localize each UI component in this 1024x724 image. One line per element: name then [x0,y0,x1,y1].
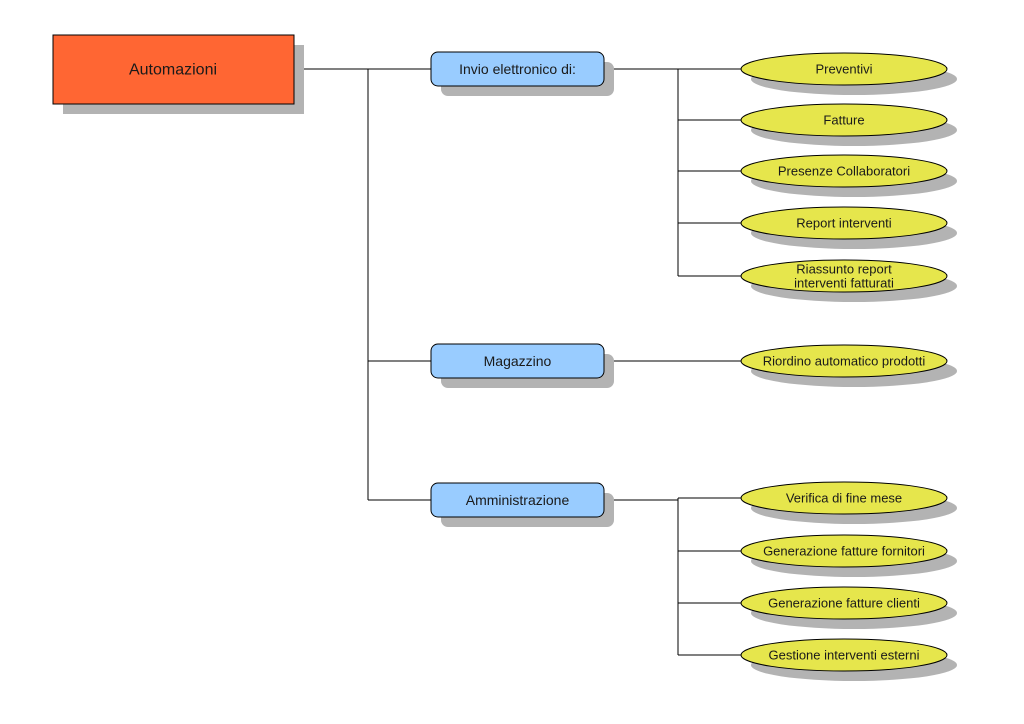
category-node-label: Magazzino [484,353,552,369]
leaf-node: Presenze Collaboratori [740,154,957,197]
leaf-node-ellipse [740,103,948,137]
leaf-node-label: Report interventi [796,216,891,231]
leaf-node-label: Generazione fatture clienti [768,596,920,611]
leaf-node-label: interventi fatturati [794,276,894,291]
leaf-node: Riordino automatico prodotti [740,344,957,387]
leaf-node: Generazione fatture clienti [740,586,957,629]
connector-lines [294,68,741,656]
leaf-node-label: Generazione fatture fornitori [763,544,925,559]
leaf-node: Verifica di fine mese [740,481,957,524]
leaf-node-label: Riassunto report [796,262,892,277]
category-node: Amministrazione [430,482,614,527]
category-node-label: Invio elettronico di: [459,61,576,77]
leaf-node-ellipse [740,344,948,378]
leaf-node-ellipse [740,534,948,568]
leaf-node-label: Fatture [823,113,864,128]
category-nodes: Invio elettronico di: MagazzinoAmministra… [430,51,614,527]
leaf-node: Fatture [740,103,957,146]
leaf-node-label: Gestione interventi esterni [768,648,919,663]
leaf-node: Generazione fatture fornitori [740,534,957,577]
leaf-node-ellipse [740,206,948,240]
leaf-node: Report interventi [740,206,957,249]
leaf-node-label: Presenze Collaboratori [778,164,910,179]
leaf-node-ellipse [740,154,948,188]
root-node-label: Automazioni [129,62,217,79]
root-node-box [52,34,295,105]
category-node-box [430,482,605,518]
leaf-node-ellipse [740,52,948,86]
category-node-box [430,51,605,87]
root-node: Automazioni [52,34,304,114]
category-node: Invio elettronico di: [430,51,614,96]
category-node-box [430,343,605,379]
leaf-node-label: Preventivi [815,62,872,77]
category-node-label: Amministrazione [466,492,570,508]
leaf-node-label: Riordino automatico prodotti [763,354,926,369]
leaf-node-ellipse [740,586,948,620]
leaf-node: Gestione interventi esterni [740,638,957,681]
leaf-node-ellipse [740,259,948,293]
leaf-node-label: Verifica di fine mese [786,491,902,506]
category-node: Magazzino [430,343,614,388]
leaf-node-ellipse [740,638,948,672]
leaf-node: Preventivi [740,52,957,95]
leaf-node-ellipse [740,481,948,515]
